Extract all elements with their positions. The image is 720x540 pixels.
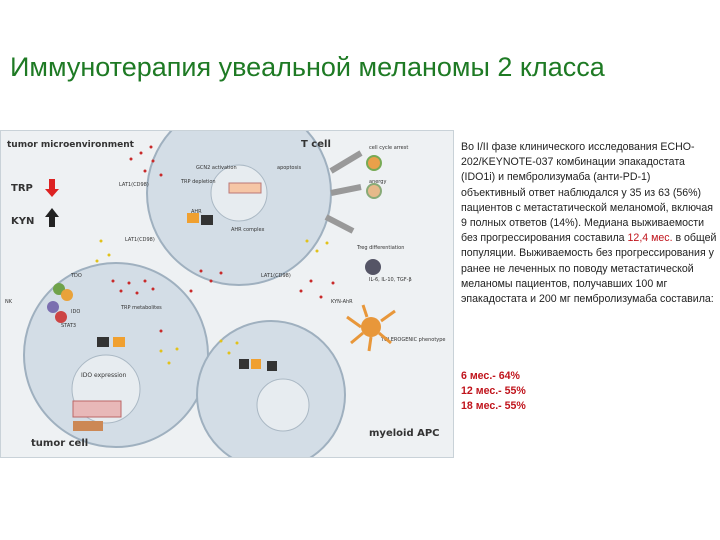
t-cell-small-1: [366, 155, 382, 171]
lat1-label-mid: LAT1(CD98): [125, 237, 155, 243]
trp-depletion-label: TRP depletion: [180, 179, 216, 185]
immunology-diagram: tumor microenvironment TRP KYN T cell tu…: [0, 130, 454, 458]
tdo-label: TDO: [70, 273, 82, 279]
trp-metabolites-label: TRP metabolites: [120, 305, 162, 311]
treg-cell: [365, 259, 381, 275]
trp-label: TRP: [11, 183, 33, 194]
lat1-label-top: LAT1(CD98): [119, 182, 149, 188]
dendritic-cell: [346, 304, 396, 352]
description-part-1: Во I/II фазе клинического исследования E…: [461, 141, 713, 245]
pfs-median-highlight: 12,4 мес.: [627, 232, 673, 245]
t-cell-label: T cell: [301, 139, 331, 150]
description-paragraph: Во I/II фазе клинического исследования E…: [461, 140, 717, 307]
stat3-label: STAT3: [61, 323, 76, 329]
pfs-12-months: 12 мес.- 55%: [461, 385, 526, 398]
arrow-right-3: [324, 214, 355, 234]
description-part-2: в общей популяции. Выживаемость без прог…: [461, 232, 717, 306]
pfs-6-months: 6 мес.- 64%: [461, 370, 520, 382]
gcn2-label: GCN2 activation: [196, 165, 237, 171]
nfkb-box: [73, 421, 103, 431]
anergy-label: anergy: [369, 179, 386, 185]
slide-title: Иммунотерапия увеальной меланомы 2 класс…: [10, 52, 605, 82]
stat1-box: [72, 400, 122, 418]
t-cell-small-2: [366, 183, 382, 199]
pfs-results: 6 мес.- 64% 12 мес.- 55% 18 мес.- 55%: [461, 369, 711, 415]
il-label: IL-6, IL-10, TGF-β: [369, 277, 412, 283]
nk-label: NK: [5, 299, 13, 305]
apoptosis-label: apoptosis: [277, 165, 301, 171]
cell-cycle-arrest-label: cell cycle arrest: [369, 145, 408, 151]
kyn-ahr-label: KYN-AhR: [331, 299, 353, 305]
lat1-label-right: LAT1(CD98): [261, 273, 291, 279]
arrow-right-1: [329, 150, 363, 174]
arrow-right-2: [330, 184, 362, 196]
ahr-label: AHR: [191, 209, 202, 215]
microenvironment-label: tumor microenvironment: [7, 140, 135, 150]
pfs-18-months: 18 мес.- 55%: [461, 400, 526, 413]
enzymes: [47, 213, 277, 371]
tumor-cell-label: tumor cell: [31, 438, 88, 449]
trp-down-arrow-head: [45, 189, 59, 197]
kyn-up-arrow-head: [45, 208, 59, 217]
myeloid-apc-label: myeloid APC: [369, 428, 440, 439]
ido-label: IDO: [71, 309, 80, 315]
tolerogenic-label: TOLEROGENIC phenotype: [380, 337, 446, 343]
kyn-label: KYN: [11, 216, 34, 227]
ahr-complex-label: AHR complex: [231, 227, 264, 233]
trp-down-arrow: [49, 179, 55, 189]
ido-expression-label: IDO expression: [81, 372, 127, 379]
treg-label: Treg differentiation: [356, 245, 404, 251]
trp-dots: [95, 239, 329, 365]
kyn-up-arrow: [49, 215, 55, 227]
apc-nucleus: [256, 378, 310, 432]
kyn-dots: [111, 145, 335, 333]
mtor-box: [228, 182, 262, 194]
diagram-svg: tumor microenvironment TRP KYN T cell tu…: [5, 131, 446, 457]
